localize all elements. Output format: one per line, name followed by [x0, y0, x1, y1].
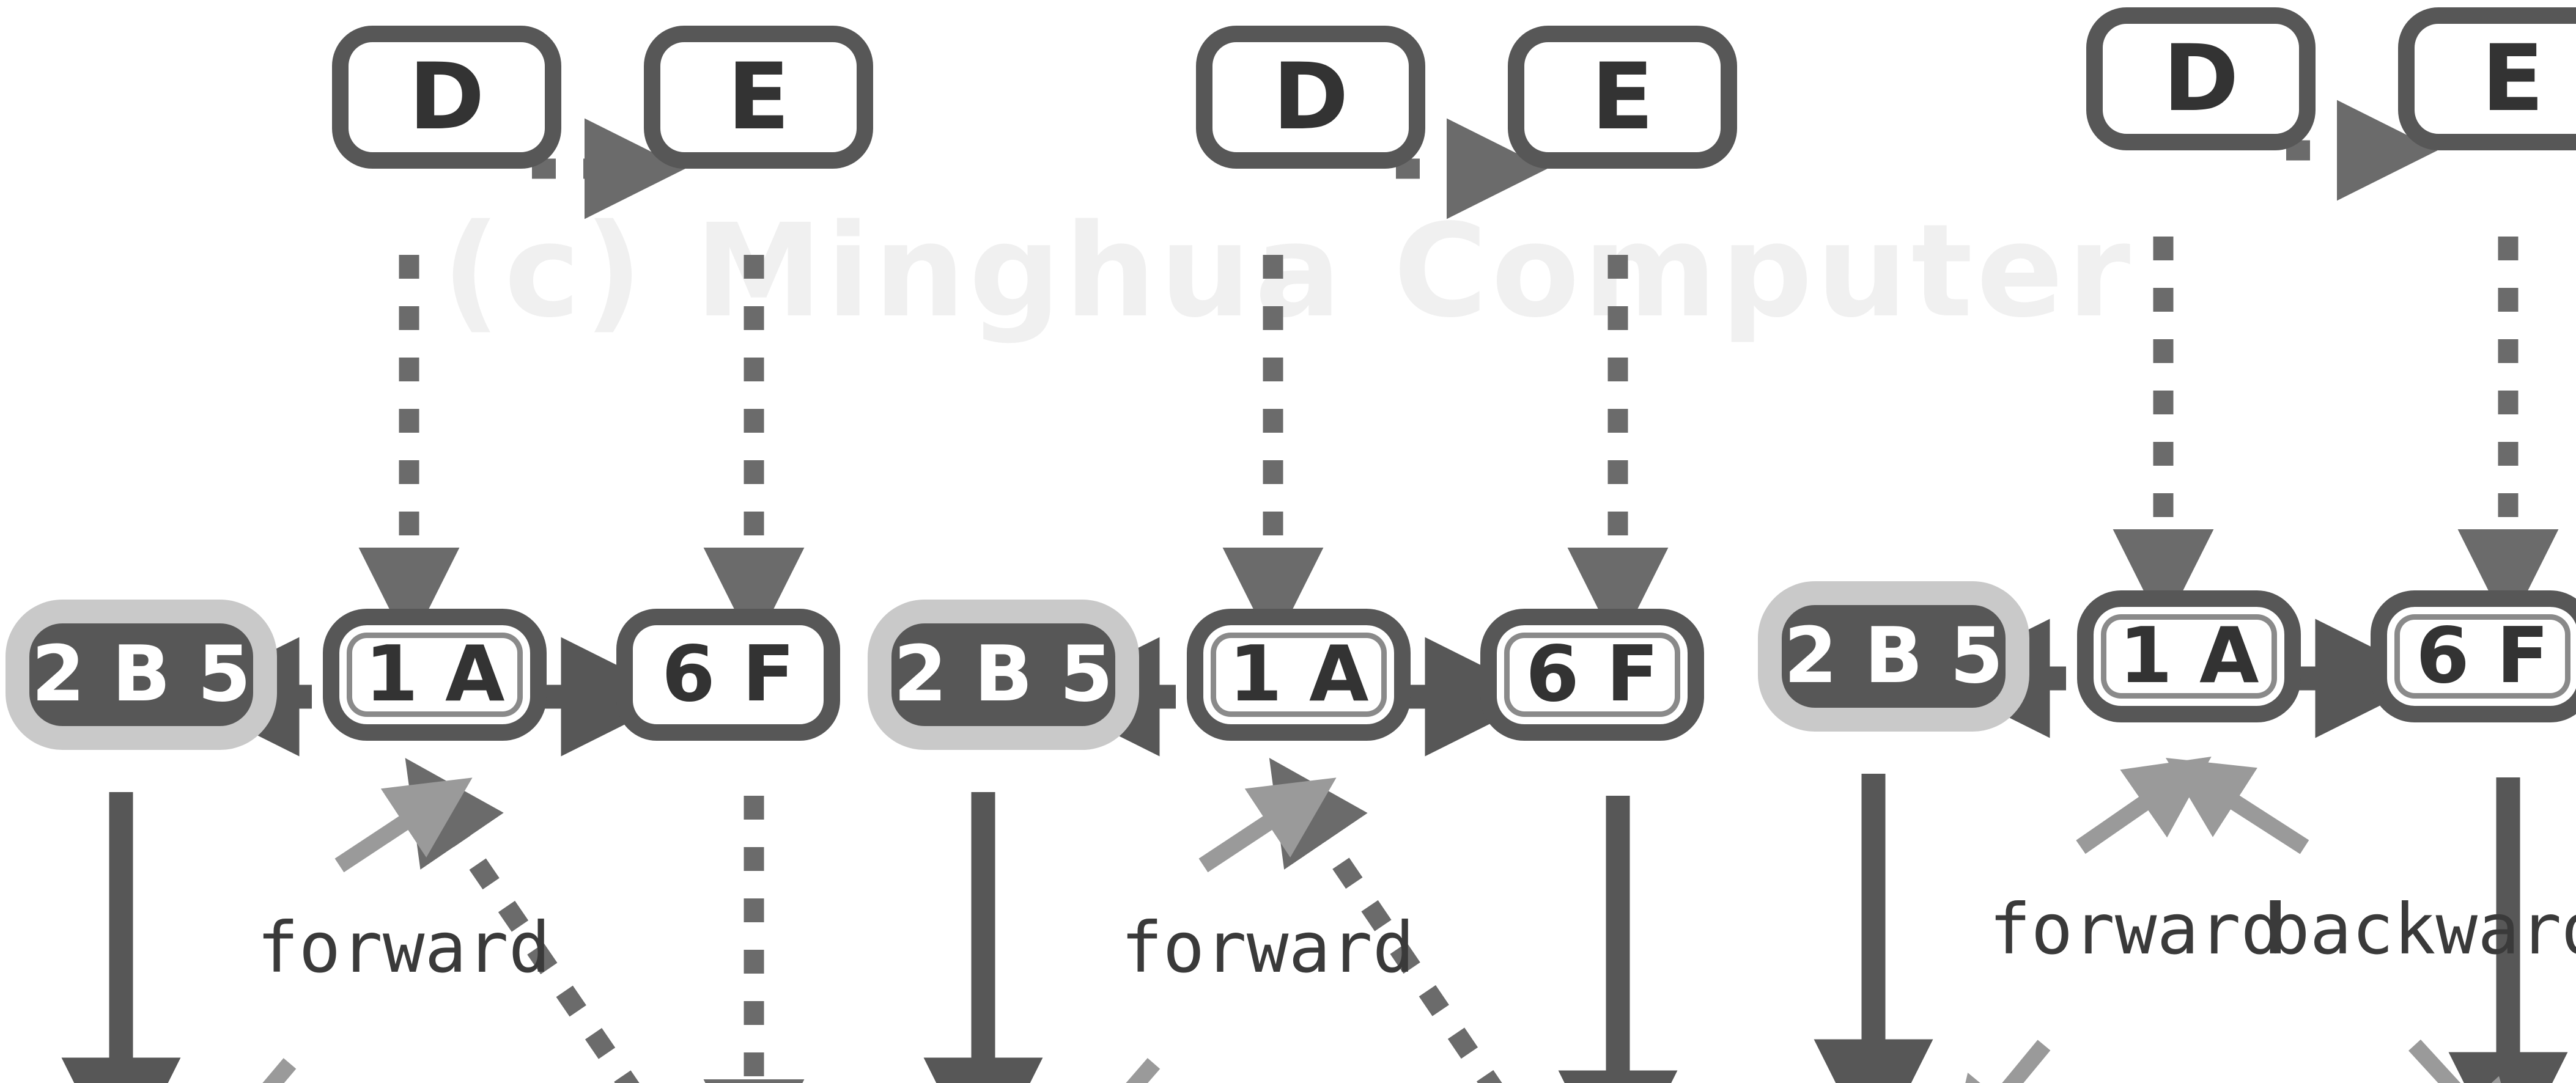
annotation-forward: forward	[1121, 908, 1415, 988]
node-e[interactable]: E	[2398, 7, 2576, 150]
annotation-backward: backward	[2268, 889, 2576, 970]
node-e[interactable]: E	[644, 26, 873, 169]
node-e[interactable]: E	[1508, 26, 1737, 169]
panel-g: D E 2 B 5 1 A 6 F 3 C 4 G forward (g)	[0, 0, 873, 1083]
panel-i: D E 2 B 5 1 A 6 F 3 C 4 7 G forward back…	[1718, 0, 2576, 1083]
annotation-forward: forward	[1989, 889, 2283, 970]
node-f[interactable]: 6 F	[1480, 609, 1704, 741]
panel-i-nodes: D E 2 B 5 1 A 6 F 3 C 4 7 G forward back…	[1718, 0, 2576, 1083]
node-d[interactable]: D	[332, 26, 561, 169]
node-d[interactable]: D	[1196, 26, 1425, 169]
node-b[interactable]: 2 B 5	[29, 623, 253, 726]
node-a[interactable]: 1 A	[1187, 609, 1411, 741]
node-b[interactable]: 2 B 5	[1782, 605, 2006, 708]
annotation-forward: forward	[257, 908, 551, 988]
node-b[interactable]: 2 B 5	[891, 623, 1115, 726]
node-f[interactable]: 6 F	[616, 609, 840, 741]
node-f[interactable]: 6 F	[2371, 590, 2576, 722]
node-a[interactable]: 1 A	[323, 609, 547, 741]
node-d[interactable]: D	[2086, 7, 2316, 150]
panel-h: D E 2 B 5 1 A 6 F 3 C 4 7 G forward (h)	[858, 0, 1737, 1083]
node-a[interactable]: 1 A	[2077, 590, 2301, 722]
